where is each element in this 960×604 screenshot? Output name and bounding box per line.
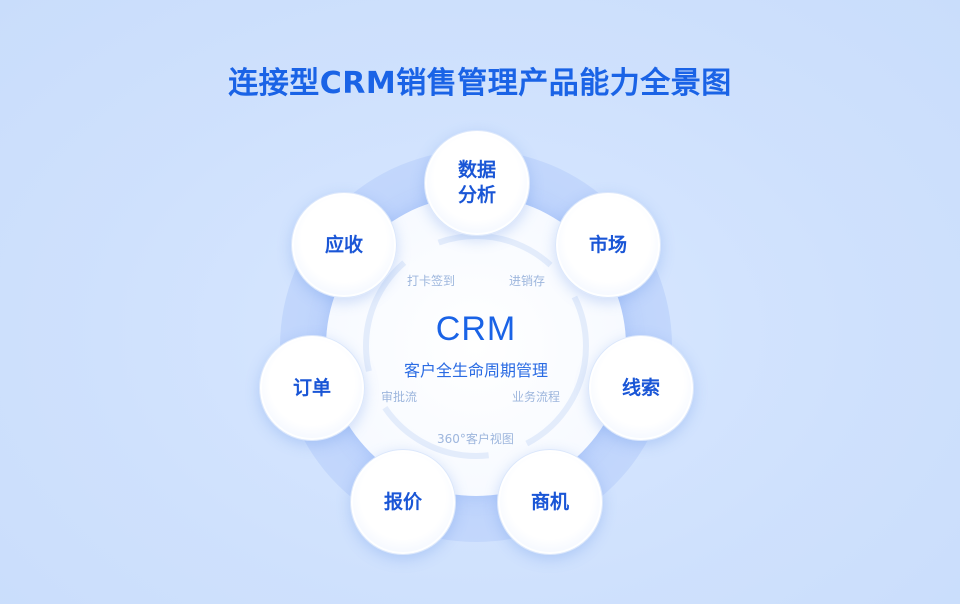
feature-label-checkin: 打卡签到 <box>407 274 456 288</box>
module-leads[interactable]: 线索 <box>588 335 694 441</box>
module-opportunity[interactable]: 商机 <box>497 449 603 555</box>
feature-label-approval: 审批流 <box>381 390 418 404</box>
module-quote[interactable]: 报价 <box>350 449 456 555</box>
page-title: 连接型CRM销售管理产品能力全景图 <box>228 66 732 101</box>
module-label: 数据 分析 <box>457 159 496 206</box>
module-receivables[interactable]: 应收 <box>291 192 397 298</box>
module-label: 报价 <box>383 490 422 513</box>
center-title: CRM <box>435 310 517 348</box>
center-subtitle: 客户全生命周期管理 <box>403 361 548 380</box>
feature-label-customer-view: 360°客户视图 <box>437 432 514 446</box>
module-label: 线索 <box>621 376 660 399</box>
module-label: 商机 <box>530 490 569 513</box>
module-label: 应收 <box>324 233 363 256</box>
module-label: 市场 <box>588 233 627 256</box>
module-data-analysis[interactable]: 数据 分析 <box>424 130 530 236</box>
feature-label-workflow: 业务流程 <box>512 390 561 404</box>
module-market[interactable]: 市场 <box>555 192 661 298</box>
feature-label-inventory: 进销存 <box>509 274 546 288</box>
module-label: 订单 <box>292 376 331 399</box>
module-order[interactable]: 订单 <box>259 335 365 441</box>
